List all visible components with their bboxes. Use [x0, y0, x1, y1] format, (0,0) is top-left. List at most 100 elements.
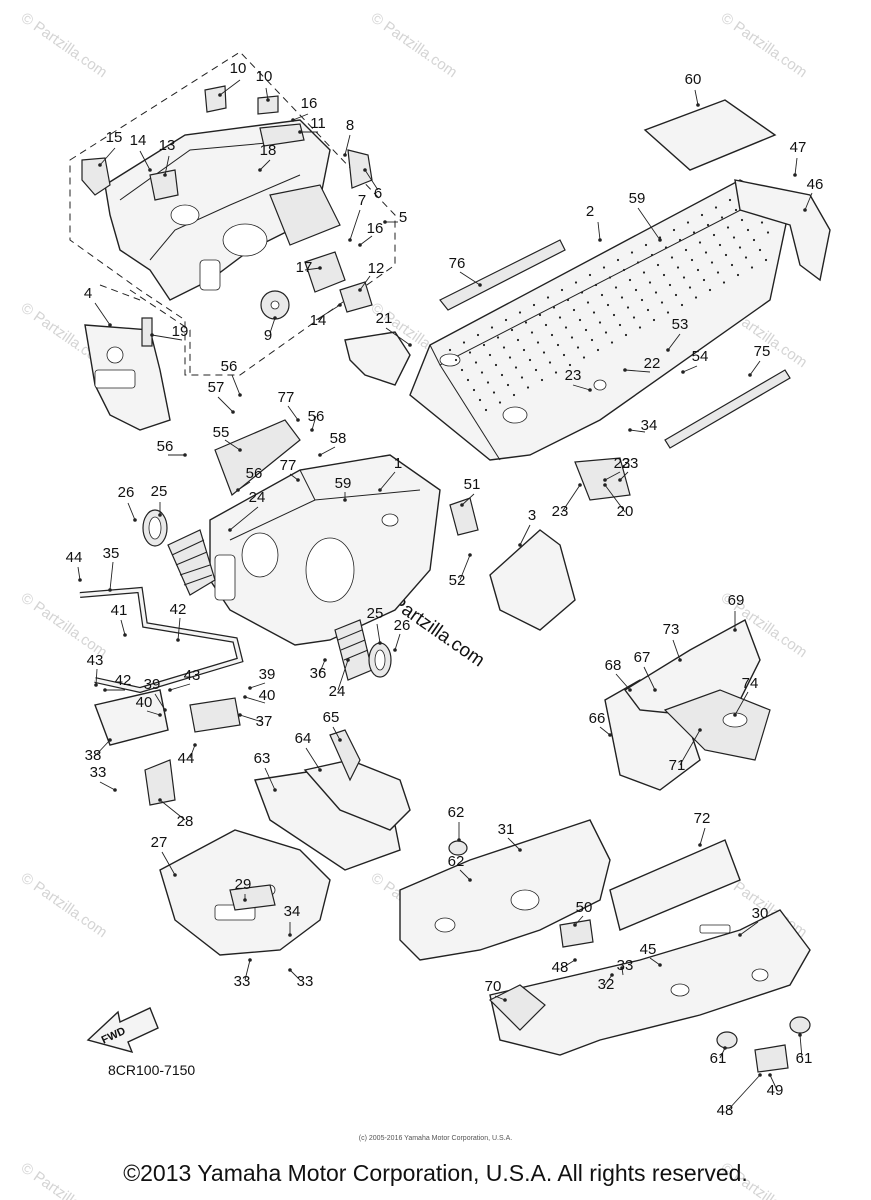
- leader-line: [604, 484, 626, 513]
- leader-line: [385, 327, 411, 346]
- rivet-dot: [646, 308, 650, 312]
- bumper-35: [79, 586, 244, 694]
- leader-line: [694, 89, 699, 106]
- rivet-dot: [550, 333, 554, 337]
- leader-line: [682, 365, 698, 373]
- leader-end-dot: [243, 898, 247, 902]
- callout-label-32: 32: [598, 976, 615, 993]
- leader-end-dot: [573, 958, 577, 962]
- callout-label-40: 40: [259, 687, 276, 704]
- rivet-dot: [534, 368, 538, 372]
- watermark-text: © Partzilla.com: [368, 9, 461, 81]
- leader-line: [572, 384, 591, 391]
- rivet-dot: [684, 248, 688, 252]
- bracket-49: [754, 1044, 789, 1073]
- bracket-28: [144, 759, 176, 806]
- leader-line: [574, 915, 584, 926]
- rivet-dot: [734, 208, 738, 212]
- callout-label-17: 17: [296, 259, 313, 276]
- rivet-dot: [712, 233, 716, 237]
- rivet-dot: [666, 311, 670, 314]
- callout-label-34: 34: [641, 417, 658, 434]
- callout-label-42: 42: [170, 601, 187, 618]
- callout-label-77: 77: [278, 389, 295, 406]
- rivet-dot: [670, 256, 674, 259]
- rivet-dot: [524, 321, 528, 324]
- leader-line: [727, 1074, 761, 1111]
- rivet-dot: [658, 236, 662, 239]
- callout-label-48: 48: [552, 959, 569, 976]
- leader-end-dot: [318, 453, 322, 457]
- boot-24-right: [334, 619, 373, 681]
- leader-line: [359, 275, 371, 291]
- rivet-dot: [582, 356, 586, 359]
- leader-end-dot: [266, 98, 270, 102]
- bracket-37: [189, 697, 241, 733]
- bracket-20: [574, 457, 631, 501]
- leader-line: [127, 502, 136, 521]
- leader-line: [289, 969, 301, 981]
- leader-end-dot: [378, 488, 382, 492]
- callout-label-12: 12: [368, 260, 385, 277]
- pulley-9: [260, 290, 290, 320]
- leader-line: [95, 668, 98, 686]
- rivet-dot: [718, 243, 722, 247]
- leader-line: [507, 837, 521, 851]
- leader-line: [749, 360, 761, 376]
- rivet-dot: [618, 323, 622, 327]
- rivet-dot: [514, 366, 518, 369]
- rivet-dot: [672, 228, 676, 232]
- leader-end-dot: [78, 578, 82, 582]
- leader-line: [649, 957, 661, 966]
- leader-end-dot: [748, 373, 752, 377]
- callout-label-14: 14: [130, 132, 147, 149]
- callout-label-39: 39: [144, 676, 161, 693]
- leader-line: [794, 157, 798, 176]
- leader-line: [265, 87, 269, 101]
- copyright-notice: ©2013 Yamaha Motor Corporation, U.S.A. A…: [123, 1160, 748, 1186]
- leader-end-dot: [248, 686, 252, 690]
- callout-label-33: 33: [234, 973, 251, 990]
- bracket-17: [304, 251, 346, 293]
- leader-end-dot: [343, 498, 347, 502]
- leader-line: [459, 271, 481, 286]
- leader-line: [239, 714, 263, 723]
- callout-label-9: 9: [264, 327, 272, 344]
- callout-label-59: 59: [629, 190, 646, 207]
- callout-label-62: 62: [448, 853, 465, 870]
- leader-line: [244, 959, 251, 981]
- callout-label-49: 49: [767, 1082, 784, 1099]
- leader-line: [319, 659, 326, 673]
- rivet-dot: [636, 261, 640, 264]
- rivet-dot: [690, 258, 694, 262]
- rivet-dot: [624, 333, 628, 337]
- bracket-46: [734, 179, 831, 282]
- rivet-dot: [744, 256, 748, 259]
- bracket-3: [489, 529, 576, 631]
- callout-label-22: 22: [644, 355, 661, 372]
- rivet-dot: [692, 231, 696, 234]
- callout-label-3: 3: [528, 507, 536, 524]
- bellypan-30: [489, 909, 811, 1056]
- callout-label-64: 64: [295, 730, 312, 747]
- callout-label-71: 71: [669, 757, 686, 774]
- callout-label-34: 34: [284, 903, 301, 920]
- leader-end-dot: [168, 688, 172, 692]
- rivet-dot: [560, 288, 564, 292]
- leader-line: [269, 317, 276, 334]
- callout-label-44: 44: [178, 750, 195, 767]
- rivet-dot: [468, 351, 472, 354]
- leader-end-dot: [98, 163, 102, 167]
- rivet-dot: [488, 353, 492, 357]
- leader-end-dot: [460, 503, 464, 507]
- rivet-dot: [728, 198, 732, 202]
- leader-line: [159, 799, 186, 821]
- leader-line: [461, 493, 475, 506]
- callout-label-68: 68: [605, 657, 622, 674]
- callout-label-37: 37: [256, 713, 273, 730]
- leader-end-dot: [231, 410, 235, 414]
- rivet-dot: [652, 318, 656, 322]
- rivet-dot: [496, 336, 500, 339]
- callout-label-7: 7: [358, 192, 366, 209]
- rivet-dot: [730, 263, 734, 267]
